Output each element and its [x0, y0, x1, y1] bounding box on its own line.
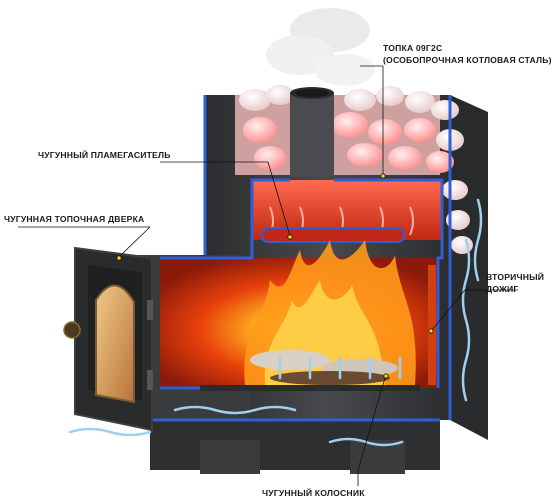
- label-afterburn-line1: ВТОРИЧНЫЙ: [486, 272, 545, 282]
- label-cast-iron-grate: ЧУГУННЫЙ КОЛОСНИК: [262, 488, 365, 498]
- label-firebox-material-title: ТОПКА 09Г2С: [383, 43, 443, 53]
- steam-cloud: [266, 8, 375, 86]
- blue-inner-lining: [150, 95, 452, 422]
- chimney-pipe: [290, 87, 334, 177]
- label-flame-arrester: ЧУГУННЫЙ ПЛАМЕГАСИТЕЛЬ: [38, 150, 171, 160]
- label-firebox-door: ЧУГУННАЯ ТОПОЧНАЯ ДВЕРКА: [4, 214, 145, 224]
- label-leader-lines: [18, 65, 518, 486]
- secondary-afterburn-channel: [428, 265, 436, 385]
- label-afterburn-line2: ДОЖИГ: [486, 284, 519, 294]
- flame-arrester-plate: [261, 227, 405, 243]
- stove-base: [150, 420, 440, 474]
- sauna-stones: [235, 85, 473, 254]
- cast-iron-door: [63, 246, 153, 432]
- main-firebox: [160, 240, 438, 391]
- label-firebox-material-desc: (ОСОБОПРОЧНАЯ КОТЛОВАЯ СТАЛЬ): [383, 55, 552, 65]
